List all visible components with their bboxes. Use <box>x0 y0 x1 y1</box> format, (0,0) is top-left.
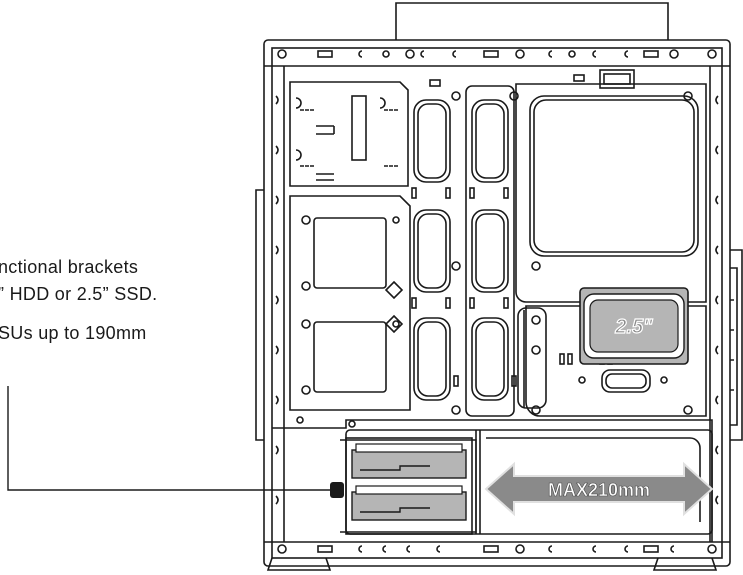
hdd-drive-1 <box>351 443 467 479</box>
standoffs <box>296 91 693 424</box>
bottom-rail-slots <box>277 544 717 554</box>
max-length-arrow: MAX210mm <box>484 461 714 517</box>
annotation-line-2: ” HDD or 2.5” SSD. <box>0 284 158 304</box>
right-edge-hooks <box>715 95 719 505</box>
hdd-cage <box>330 437 477 535</box>
max-length-label: MAX210mm <box>548 480 650 500</box>
hdd-drive-2 <box>351 485 467 521</box>
annotation-line-3: SUs up to 190mm <box>0 323 147 343</box>
cable-routing-slots <box>413 85 515 417</box>
annotation-line-1: nctional brackets <box>0 257 139 277</box>
ssd-label: 2.5" <box>614 316 653 338</box>
upper-left-bracket <box>289 81 409 187</box>
leader-line <box>7 386 336 491</box>
cpu-cutout <box>429 69 707 303</box>
left-edge-hooks <box>275 95 279 505</box>
top-rail-slots <box>277 49 717 59</box>
top-bracket <box>395 2 669 40</box>
bracket-knob <box>330 482 344 498</box>
drive-bracket-plate <box>289 195 411 411</box>
ssd-drive: 2.5" <box>579 287 689 365</box>
case-frame <box>255 39 743 571</box>
